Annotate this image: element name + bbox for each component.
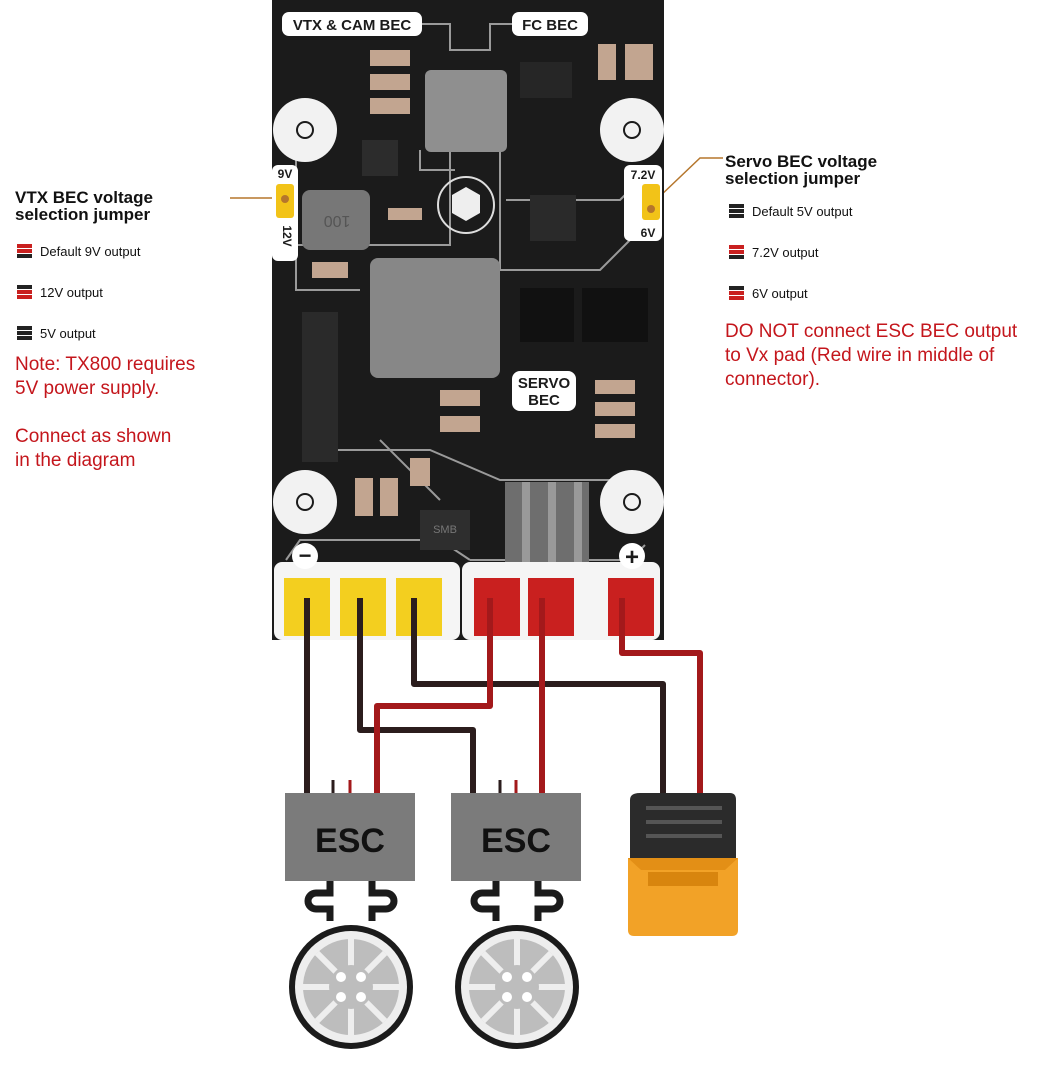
plus-symbol: + bbox=[625, 544, 639, 571]
servo-bec-label-line2: BEC bbox=[528, 392, 560, 409]
mounting-holes bbox=[273, 98, 664, 534]
battery-ground-wire bbox=[411, 598, 666, 800]
fc-bec-label: FC BEC bbox=[522, 17, 578, 34]
vtx-option-5v-label: 5V output bbox=[40, 326, 96, 341]
vtx-option-9v: Default 9V output bbox=[17, 244, 140, 259]
jumper-12v-icon bbox=[17, 285, 32, 300]
jumper-default-5v-icon bbox=[729, 204, 744, 219]
jumper-5v-icon bbox=[17, 326, 32, 341]
pcb-components: 100 SMB bbox=[302, 44, 653, 562]
servo-warning-line1: DO NOT connect ESC BEC output bbox=[725, 321, 1018, 342]
esc-1: ESC bbox=[285, 793, 415, 1049]
esc-2-label: ESC bbox=[481, 822, 551, 860]
servo-option-5v: Default 5V output bbox=[729, 204, 852, 219]
servo-bec-label-line1: SERVO bbox=[518, 375, 571, 392]
right-jumper-top-label: 7.2V bbox=[631, 168, 656, 182]
minus-symbol: − bbox=[299, 543, 312, 568]
servo-voltage-jumper bbox=[642, 184, 660, 220]
vtx-bec-title: VTX BEC voltage selection jumper bbox=[15, 189, 153, 223]
right-jumper-bottom-label: 6V bbox=[641, 226, 656, 240]
vtx-cam-bec-label: VTX & CAM BEC bbox=[293, 17, 412, 34]
diode-text: SMB bbox=[433, 524, 457, 536]
left-jumper-bottom-label: 12V bbox=[280, 225, 294, 246]
vtx-connect-line1: Connect as shown bbox=[15, 426, 172, 447]
fc-bec-label-box bbox=[512, 12, 588, 36]
servo-option-7v2-label: 7.2V output bbox=[752, 245, 819, 260]
vtx-option-9v-label: Default 9V output bbox=[40, 244, 141, 259]
vtx-option-5v: 5V output bbox=[17, 326, 96, 341]
vtx-option-12v-label: 12V output bbox=[40, 285, 103, 300]
servo-option-6v-label: 6V output bbox=[752, 286, 808, 301]
vtx-cam-bec-label-box bbox=[282, 12, 422, 36]
pcb-board: VTX & CAM BEC FC BEC 10 bbox=[272, 0, 664, 640]
jumper-9v-icon bbox=[17, 244, 32, 259]
vtx-bec-title-line1: VTX BEC voltage bbox=[15, 188, 153, 207]
vtx-bec-title-line2: selection jumper bbox=[15, 205, 151, 224]
servo-jumper-leader-line bbox=[657, 157, 723, 199]
servo-bec-label-box bbox=[512, 371, 576, 411]
vtx-note-line1: Note: TX800 requires bbox=[15, 354, 196, 375]
vtx-connect-note: Connect as shown in the diagram bbox=[15, 425, 171, 473]
xt60-battery-connector bbox=[628, 793, 738, 936]
servo-bec-title: Servo BEC voltage selection jumper bbox=[725, 153, 877, 187]
servo-warning: DO NOT connect ESC BEC output to Vx pad … bbox=[725, 320, 1017, 392]
power-pads bbox=[474, 578, 654, 636]
esc1-power-wire bbox=[374, 598, 493, 796]
servo-bec-title-line2: selection jumper bbox=[725, 169, 861, 188]
esc-1-label: ESC bbox=[315, 822, 385, 860]
servo-option-6v: 6V output bbox=[729, 286, 808, 301]
esc-2: ESC bbox=[451, 793, 581, 1049]
vtx-note: Note: TX800 requires 5V power supply. bbox=[15, 353, 195, 401]
servo-bec-title-line1: Servo BEC voltage bbox=[725, 152, 878, 171]
battery-power-wire bbox=[619, 598, 703, 800]
wires bbox=[304, 598, 703, 800]
vtx-note-line2: 5V power supply. bbox=[15, 378, 160, 399]
jumper-7v2-icon bbox=[729, 245, 744, 260]
inductor-text: 100 bbox=[324, 212, 351, 229]
servo-warning-line3: connector). bbox=[725, 369, 821, 390]
vtx-connect-line2: in the diagram bbox=[15, 450, 136, 471]
esc2-ground-wire bbox=[357, 598, 476, 796]
left-jumper-top-label: 9V bbox=[278, 167, 293, 181]
servo-option-7v2: 7.2V output bbox=[729, 245, 819, 260]
vtx-option-12v: 12V output bbox=[17, 285, 103, 300]
jumper-6v-icon bbox=[729, 286, 744, 301]
servo-option-5v-label: Default 5V output bbox=[752, 204, 853, 219]
servo-warning-line2: to Vx pad (Red wire in middle of bbox=[725, 345, 995, 366]
